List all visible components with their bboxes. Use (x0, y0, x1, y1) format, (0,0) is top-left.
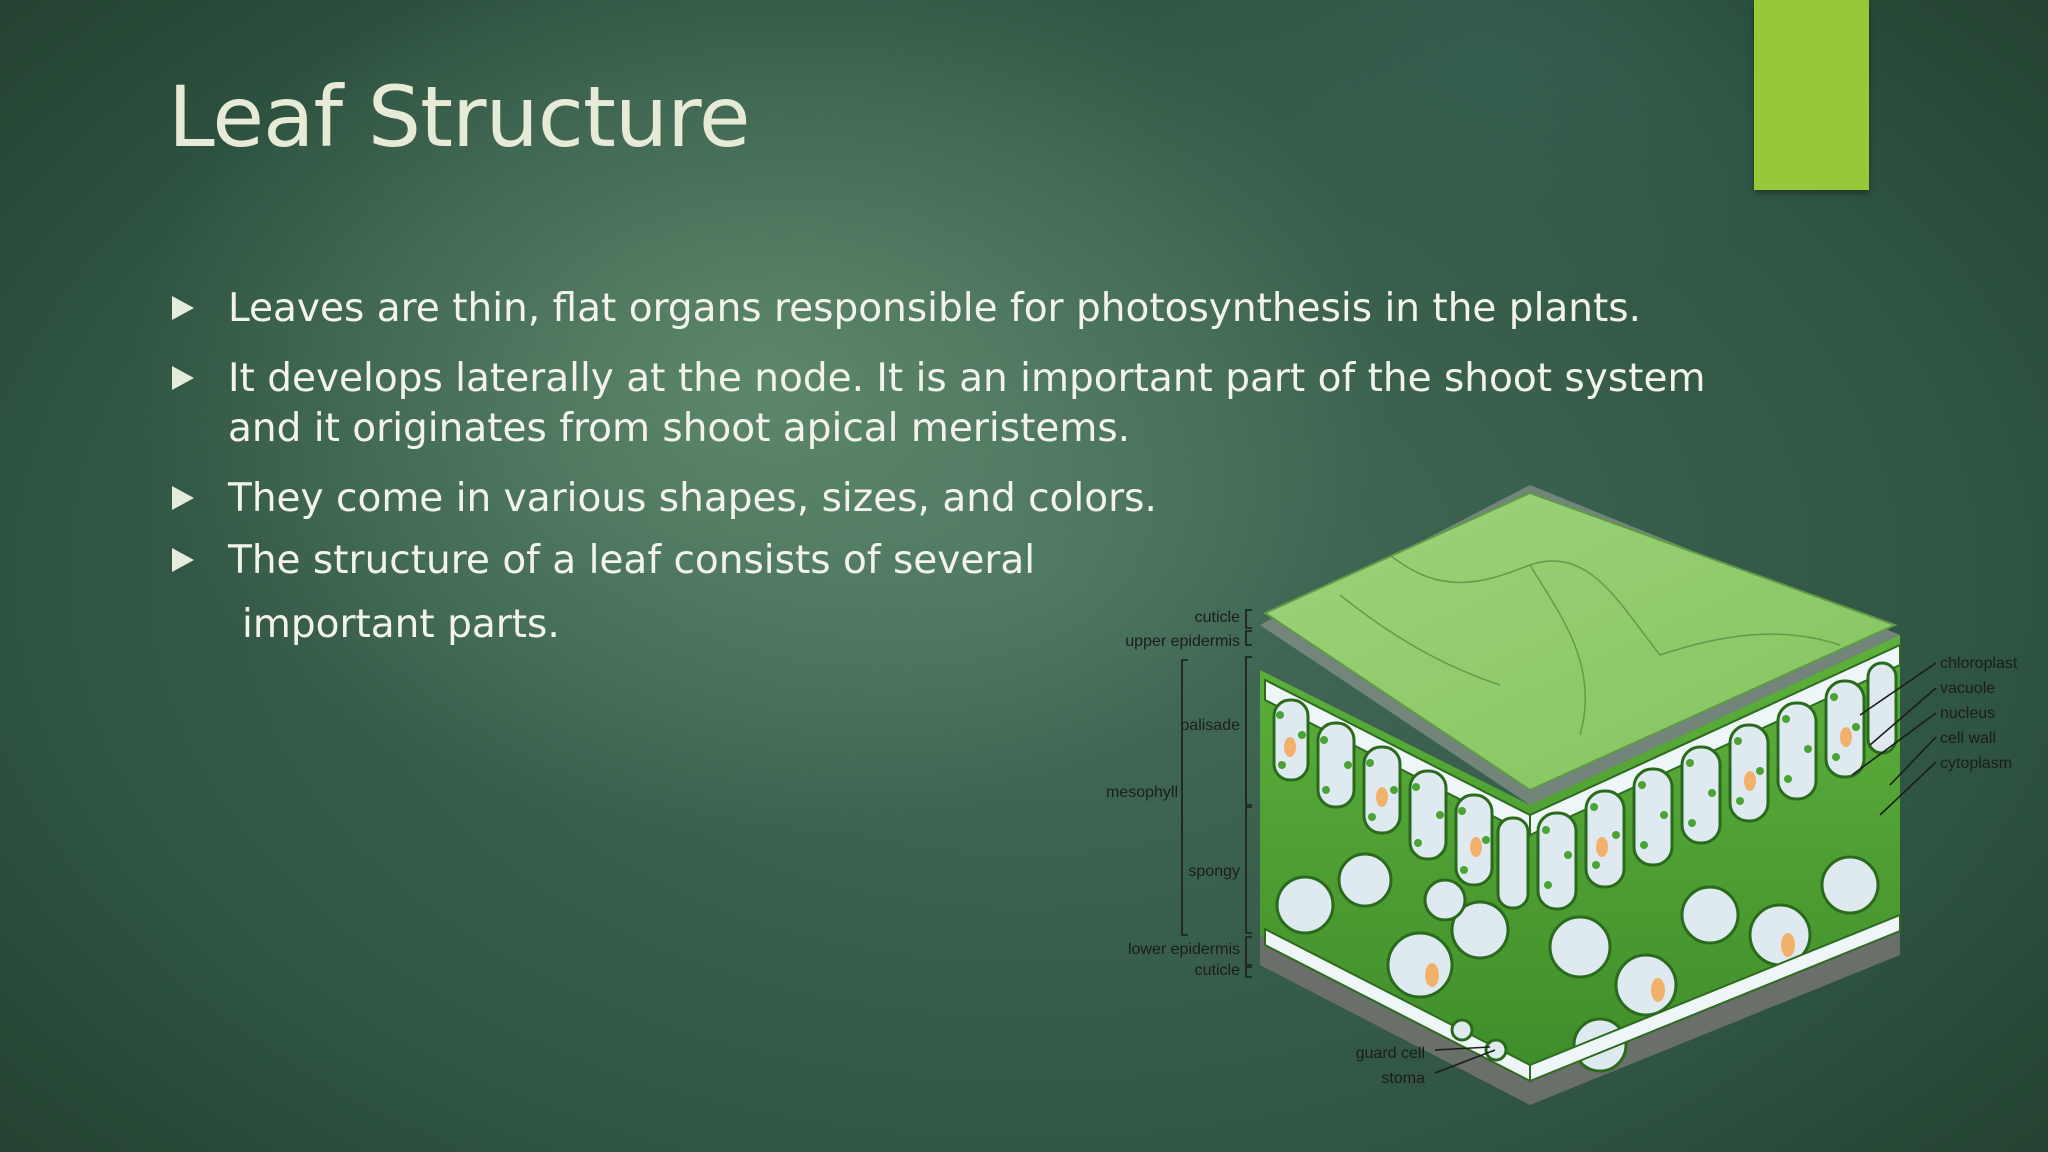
bullet-item: Leaves are thin, flat organs responsible… (168, 284, 1788, 334)
label-guard-cell: guard cell (1356, 1045, 1425, 1062)
label-upper-epidermis: upper epidermis (1125, 633, 1240, 650)
bullet-text: Leaves are thin, flat organs responsible… (228, 286, 1642, 331)
label-lower-epidermis: lower epidermis (1128, 941, 1240, 958)
bullet-arrow-icon (172, 366, 194, 390)
right-labels: chloroplast vacuole nucleus cell wall cy… (1940, 655, 2018, 772)
label-chloroplast: chloroplast (1940, 655, 2018, 672)
left-label-brackets (1181, 609, 1496, 1074)
label-spongy: spongy (1188, 863, 1240, 880)
leaf-cross-section-diagram: cuticle upper epidermis palisade mesophy… (1106, 485, 2018, 1105)
right-label-leaders (1851, 662, 1937, 816)
bullet-arrow-icon (172, 548, 194, 572)
bullet-list: Leaves are thin, flat organs responsible… (168, 284, 1788, 650)
label-stoma: stoma (1381, 1070, 1425, 1087)
accent-bar (1754, 0, 1869, 190)
leaf-block (1260, 485, 1901, 1105)
bullet-text-line1: The structure of a leaf consists of seve… (228, 538, 1036, 583)
bullet-arrow-icon (172, 486, 194, 510)
bullet-text-line2: important parts. (242, 602, 560, 647)
bullet-arrow-icon (172, 296, 194, 320)
label-palisade: palisade (1180, 717, 1240, 734)
label-mesophyll: mesophyll (1106, 784, 1178, 801)
slide-title: Leaf Structure (168, 68, 751, 166)
right-face-cells (1529, 643, 1901, 1083)
bullet-item: It develops laterally at the node. It is… (168, 354, 1788, 454)
label-cuticle-top: cuticle (1195, 609, 1240, 626)
bullet-item: They come in various shapes, sizes, and … (168, 474, 1788, 524)
label-cytoplasm: cytoplasm (1940, 755, 2012, 772)
bullet-text: They come in various shapes, sizes, and … (228, 476, 1157, 521)
left-labels: cuticle upper epidermis palisade mesophy… (1106, 609, 1425, 1087)
bullet-text: It develops laterally at the node. It is… (228, 356, 1706, 451)
label-vacuole: vacuole (1940, 680, 1995, 697)
label-nucleus: nucleus (1940, 705, 1995, 722)
label-cell-wall: cell wall (1940, 730, 1996, 747)
label-cuticle-bottom: cuticle (1195, 962, 1240, 979)
bullet-item: The structure of a leaf consists of seve… (168, 536, 1788, 650)
